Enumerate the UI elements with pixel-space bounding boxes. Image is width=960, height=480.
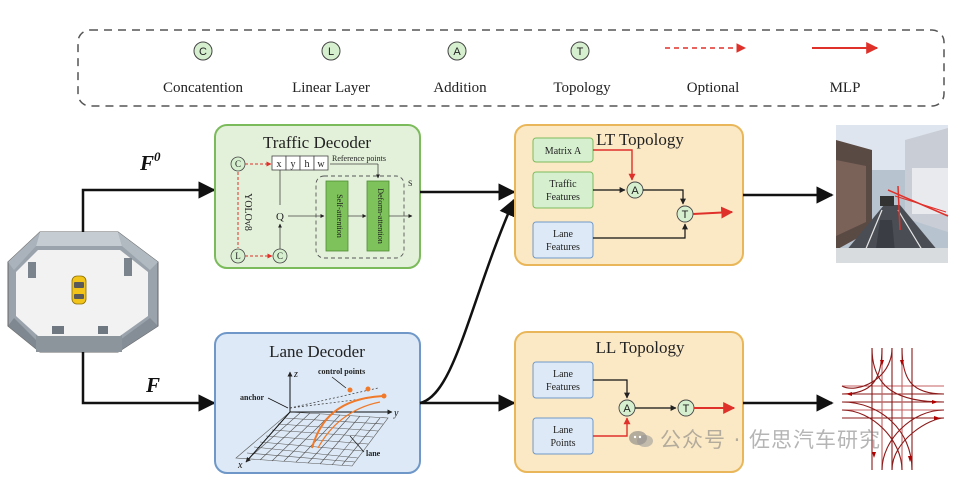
decoder-to-topology-arrows — [419, 183, 516, 412]
svg-text:Features: Features — [546, 192, 580, 203]
matrix-a-label: Matrix A — [545, 146, 582, 157]
ll-topology-title: LL Topology — [595, 338, 685, 357]
deform-attention-label: Deform-attention — [376, 188, 385, 244]
addition-icon-letter: A — [453, 46, 461, 58]
svg-text:Lane: Lane — [553, 369, 574, 380]
td-concat2-letter: C — [277, 251, 283, 261]
ll-topology: LL Topology Lane Features Lane Points A … — [514, 331, 744, 473]
legend-border — [77, 29, 945, 107]
legend-label-topology: Topology — [553, 80, 611, 96]
td-linear-letter: L — [235, 251, 241, 261]
legend: C Concatention L Linear Layer A Addition… — [77, 29, 945, 107]
bbox-cells: x y h w — [271, 155, 329, 171]
yolo-label: YOLOv8 — [242, 193, 253, 231]
axis-x-label: x — [237, 460, 243, 471]
traffic-decoder: Traffic Decoder C x y h w Reference poin… — [214, 124, 421, 269]
lane-graph-arrows — [846, 360, 940, 462]
concat-icon — [193, 41, 213, 61]
addition-icon — [447, 41, 467, 61]
axis-z-label: z — [293, 369, 298, 380]
linear-icon-letter: L — [328, 46, 334, 58]
traffic-decoder-title: Traffic Decoder — [263, 133, 371, 152]
concat-icon-letter: C — [199, 46, 207, 58]
legend-label-addition: Addition — [433, 80, 487, 96]
lane-decoder: Lane Decoder z y x anchor — [214, 332, 421, 474]
street-view-result-image — [836, 125, 949, 264]
attention-stack — [315, 175, 405, 259]
control-point — [347, 387, 353, 393]
legend-label-mlp: MLP — [830, 80, 861, 96]
lane-label: lane — [366, 449, 381, 458]
td-concat-letter: C — [235, 159, 241, 169]
query-label: Q — [276, 211, 284, 223]
legend-label-concat: Concatention — [163, 80, 243, 96]
surround-view-image — [7, 231, 159, 353]
svg-text:Lane: Lane — [553, 229, 574, 240]
wechat-icon — [629, 431, 653, 447]
topology-icon — [570, 41, 590, 61]
reference-points-label: Reference points — [332, 154, 386, 163]
svg-text:h: h — [305, 159, 310, 170]
f0-label: F0 — [139, 149, 161, 175]
control-points-label: control points — [318, 367, 365, 376]
axis-y-label: y — [393, 408, 399, 419]
svg-text:T: T — [683, 403, 690, 415]
svg-text:y: y — [291, 159, 296, 170]
svg-text:Features: Features — [546, 382, 580, 393]
legend-label-optional: Optional — [687, 80, 740, 96]
svg-text:A: A — [631, 185, 639, 197]
svg-text:Points: Points — [550, 438, 575, 449]
anchor-label: anchor — [240, 393, 264, 402]
watermark-text: 公众号 · 佐思汽车研究 — [660, 428, 882, 452]
control-point — [365, 386, 371, 392]
lt-topology-title: LT Topology — [596, 130, 684, 149]
legend-label-linear: Linear Layer — [292, 80, 370, 96]
ego-car-icon — [71, 275, 87, 305]
stack-label: S — [408, 179, 412, 188]
grid-plane — [235, 411, 389, 467]
svg-text:Traffic: Traffic — [549, 179, 577, 190]
f-label: F — [145, 373, 160, 397]
svg-text:Features: Features — [546, 242, 580, 253]
svg-text:w: w — [317, 159, 325, 170]
control-point — [381, 393, 387, 399]
lane-curve — [311, 395, 385, 449]
input-arrows — [81, 181, 216, 412]
watermark: 公众号 · 佐思汽车研究 — [628, 424, 881, 454]
linear-icon — [321, 41, 341, 61]
self-attention-label: Self-attention — [335, 194, 344, 238]
lane-features-node — [532, 221, 594, 259]
lt-topology: LT Topology Matrix A Traffic Features La… — [514, 124, 744, 266]
svg-text:A: A — [623, 403, 631, 415]
topology-icon-letter: T — [577, 46, 584, 58]
svg-text:T: T — [682, 209, 689, 221]
svg-text:x: x — [277, 159, 282, 170]
svg-text:Lane: Lane — [553, 425, 574, 436]
lane-decoder-title: Lane Decoder — [269, 342, 365, 361]
